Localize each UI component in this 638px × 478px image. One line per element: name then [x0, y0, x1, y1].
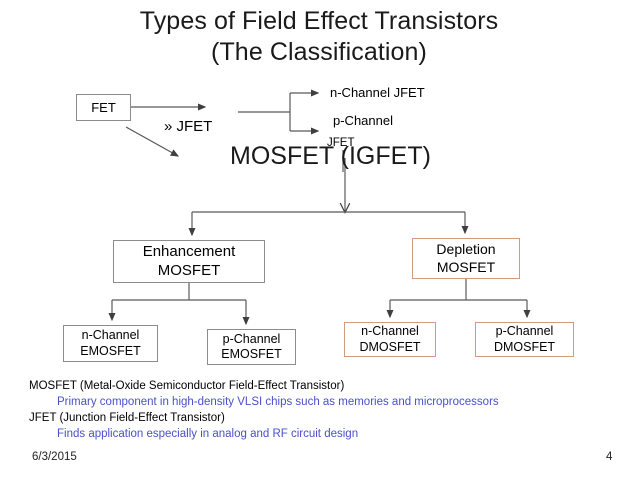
label-p-channel-jfet: p-Channel	[333, 113, 393, 128]
note-jfet-expansion: JFET (Junction Field-Effect Transistor)	[29, 412, 225, 424]
label-p-channel-jfet-wrap: JFET	[327, 137, 355, 149]
label-jfet-branch: » JFET	[164, 118, 213, 135]
note-jfet-detail: Finds application especially in analog a…	[57, 428, 359, 440]
slide-title-line-1: Types of Field Effect Transistors	[139, 7, 499, 35]
node-n-channel-emosfet[interactable]: n-Channel EMOSFET	[63, 325, 158, 362]
node-depletion-mosfet[interactable]: Depletion MOSFET	[412, 238, 520, 279]
node-p-channel-emosfet-line1: p-Channel	[222, 331, 281, 346]
node-fet[interactable]: FET	[76, 94, 131, 121]
node-n-channel-emosfet-line2: EMOSFET	[80, 343, 141, 358]
node-p-channel-dmosfet[interactable]: p-Channel DMOSFET	[475, 322, 574, 357]
footer-page-number: 4	[606, 451, 613, 463]
label-mosfet-igfet: MOSFET (IGFET)	[230, 142, 431, 170]
node-depletion-mosfet-line1: Depletion	[436, 241, 496, 258]
node-p-channel-emosfet[interactable]: p-Channel EMOSFET	[207, 329, 296, 365]
node-enhancement-mosfet[interactable]: Enhancement MOSFET	[113, 240, 265, 283]
node-n-channel-dmosfet[interactable]: n-Channel DMOSFET	[344, 322, 436, 357]
node-n-channel-dmosfet-line1: n-Channel	[361, 324, 419, 339]
node-p-channel-dmosfet-line2: DMOSFET	[493, 339, 556, 354]
note-mosfet-expansion: MOSFET (Metal-Oxide Semiconductor Field-…	[29, 380, 345, 392]
node-enhancement-mosfet-line2: MOSFET	[157, 261, 221, 279]
node-enhancement-mosfet-line1: Enhancement	[142, 243, 236, 261]
label-n-channel-jfet: n-Channel JFET	[330, 85, 425, 100]
slide-title-line-2: (The Classification)	[211, 38, 427, 66]
footer-date: 6/3/2015	[32, 451, 77, 463]
node-p-channel-dmosfet-line1: p-Channel	[495, 324, 554, 339]
node-depletion-mosfet-line2: MOSFET	[436, 258, 496, 275]
node-n-channel-emosfet-line1: n-Channel	[81, 328, 140, 343]
node-fet-label: FET	[91, 99, 116, 115]
note-mosfet-detail: Primary component in high-density VLSI c…	[57, 396, 499, 408]
node-n-channel-dmosfet-line2: DMOSFET	[359, 339, 421, 354]
node-p-channel-emosfet-line2: EMOSFET	[221, 347, 282, 361]
